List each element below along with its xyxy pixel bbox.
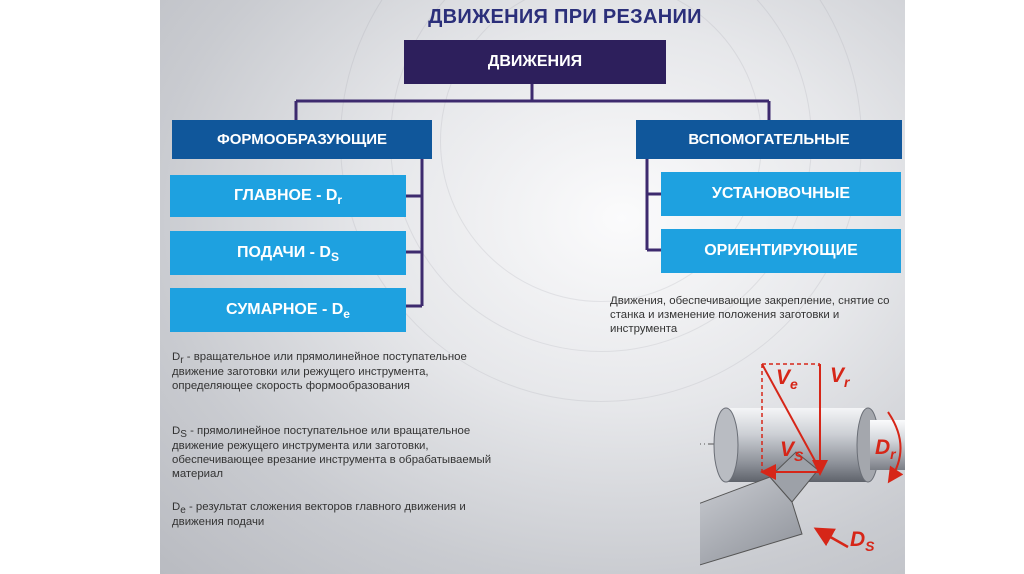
definition-symbol: D <box>172 501 181 513</box>
cutting-illustration: Ve Vr VS Dr DS <box>639 352 905 574</box>
item-label: ГЛАВНОЕ - D <box>233 187 338 204</box>
definition-de: De - результат сложения векторов главног… <box>172 500 472 529</box>
item-setup: УСТАНОВОЧНЫЕ <box>661 172 901 216</box>
definition-text: - результат сложения векторов главного д… <box>172 501 466 528</box>
item-subscript: S <box>330 250 339 264</box>
workpiece-end <box>713 407 739 483</box>
slide-title: ДВИЖЕНИЯ ПРИ РЕЗАНИИ <box>428 6 702 28</box>
label-ds: DS <box>850 528 875 554</box>
definition-ds: DS - прямолинейное поступательное или вр… <box>172 424 512 481</box>
definition-subscript: e <box>180 505 186 516</box>
item-label: СУМАРНОЕ - D <box>226 301 344 318</box>
definition-text: - прямолинейное поступательное или враща… <box>172 425 492 480</box>
ve-vector <box>761 363 821 471</box>
definition-symbol: D <box>172 351 181 363</box>
definition-dr: Dr - вращательное или прямолинейное пост… <box>172 350 492 393</box>
definition-subscript: r <box>180 355 184 366</box>
definition-text: - вращательное или прямолинейное поступа… <box>172 351 467 392</box>
label-dr: Dr <box>875 436 896 462</box>
label-vr: Vr <box>830 364 850 390</box>
definition-symbol: D <box>172 425 181 437</box>
slide-background: ДВИЖЕНИЯ ПРИ РЕЗАНИИ ДВИЖЕНИЯ ФОРМООБРАЗ… <box>160 0 905 574</box>
item-subscript: r <box>337 193 343 207</box>
dr-arrow <box>887 411 904 484</box>
definition-subscript: S <box>180 429 187 440</box>
label-vs: VS <box>780 438 804 464</box>
item-subscript: e <box>343 307 350 321</box>
item-label: ПОДАЧИ - D <box>237 244 331 261</box>
item-orienting: ОРИЕНТИРУЮЩИЕ <box>661 229 901 273</box>
category-formative: ФОРМООБРАЗУЮЩИЕ <box>172 120 432 159</box>
category-auxiliary: ВСПОМОГАТЕЛЬНЫЕ <box>636 120 902 159</box>
auxiliary-note: Движения, обеспечивающие закрепление, сн… <box>610 295 890 335</box>
tree-connectors <box>294 83 771 308</box>
ds-arrow <box>813 527 849 549</box>
root-box: ДВИЖЕНИЯ <box>404 40 666 84</box>
label-ve: Ve <box>776 366 798 392</box>
